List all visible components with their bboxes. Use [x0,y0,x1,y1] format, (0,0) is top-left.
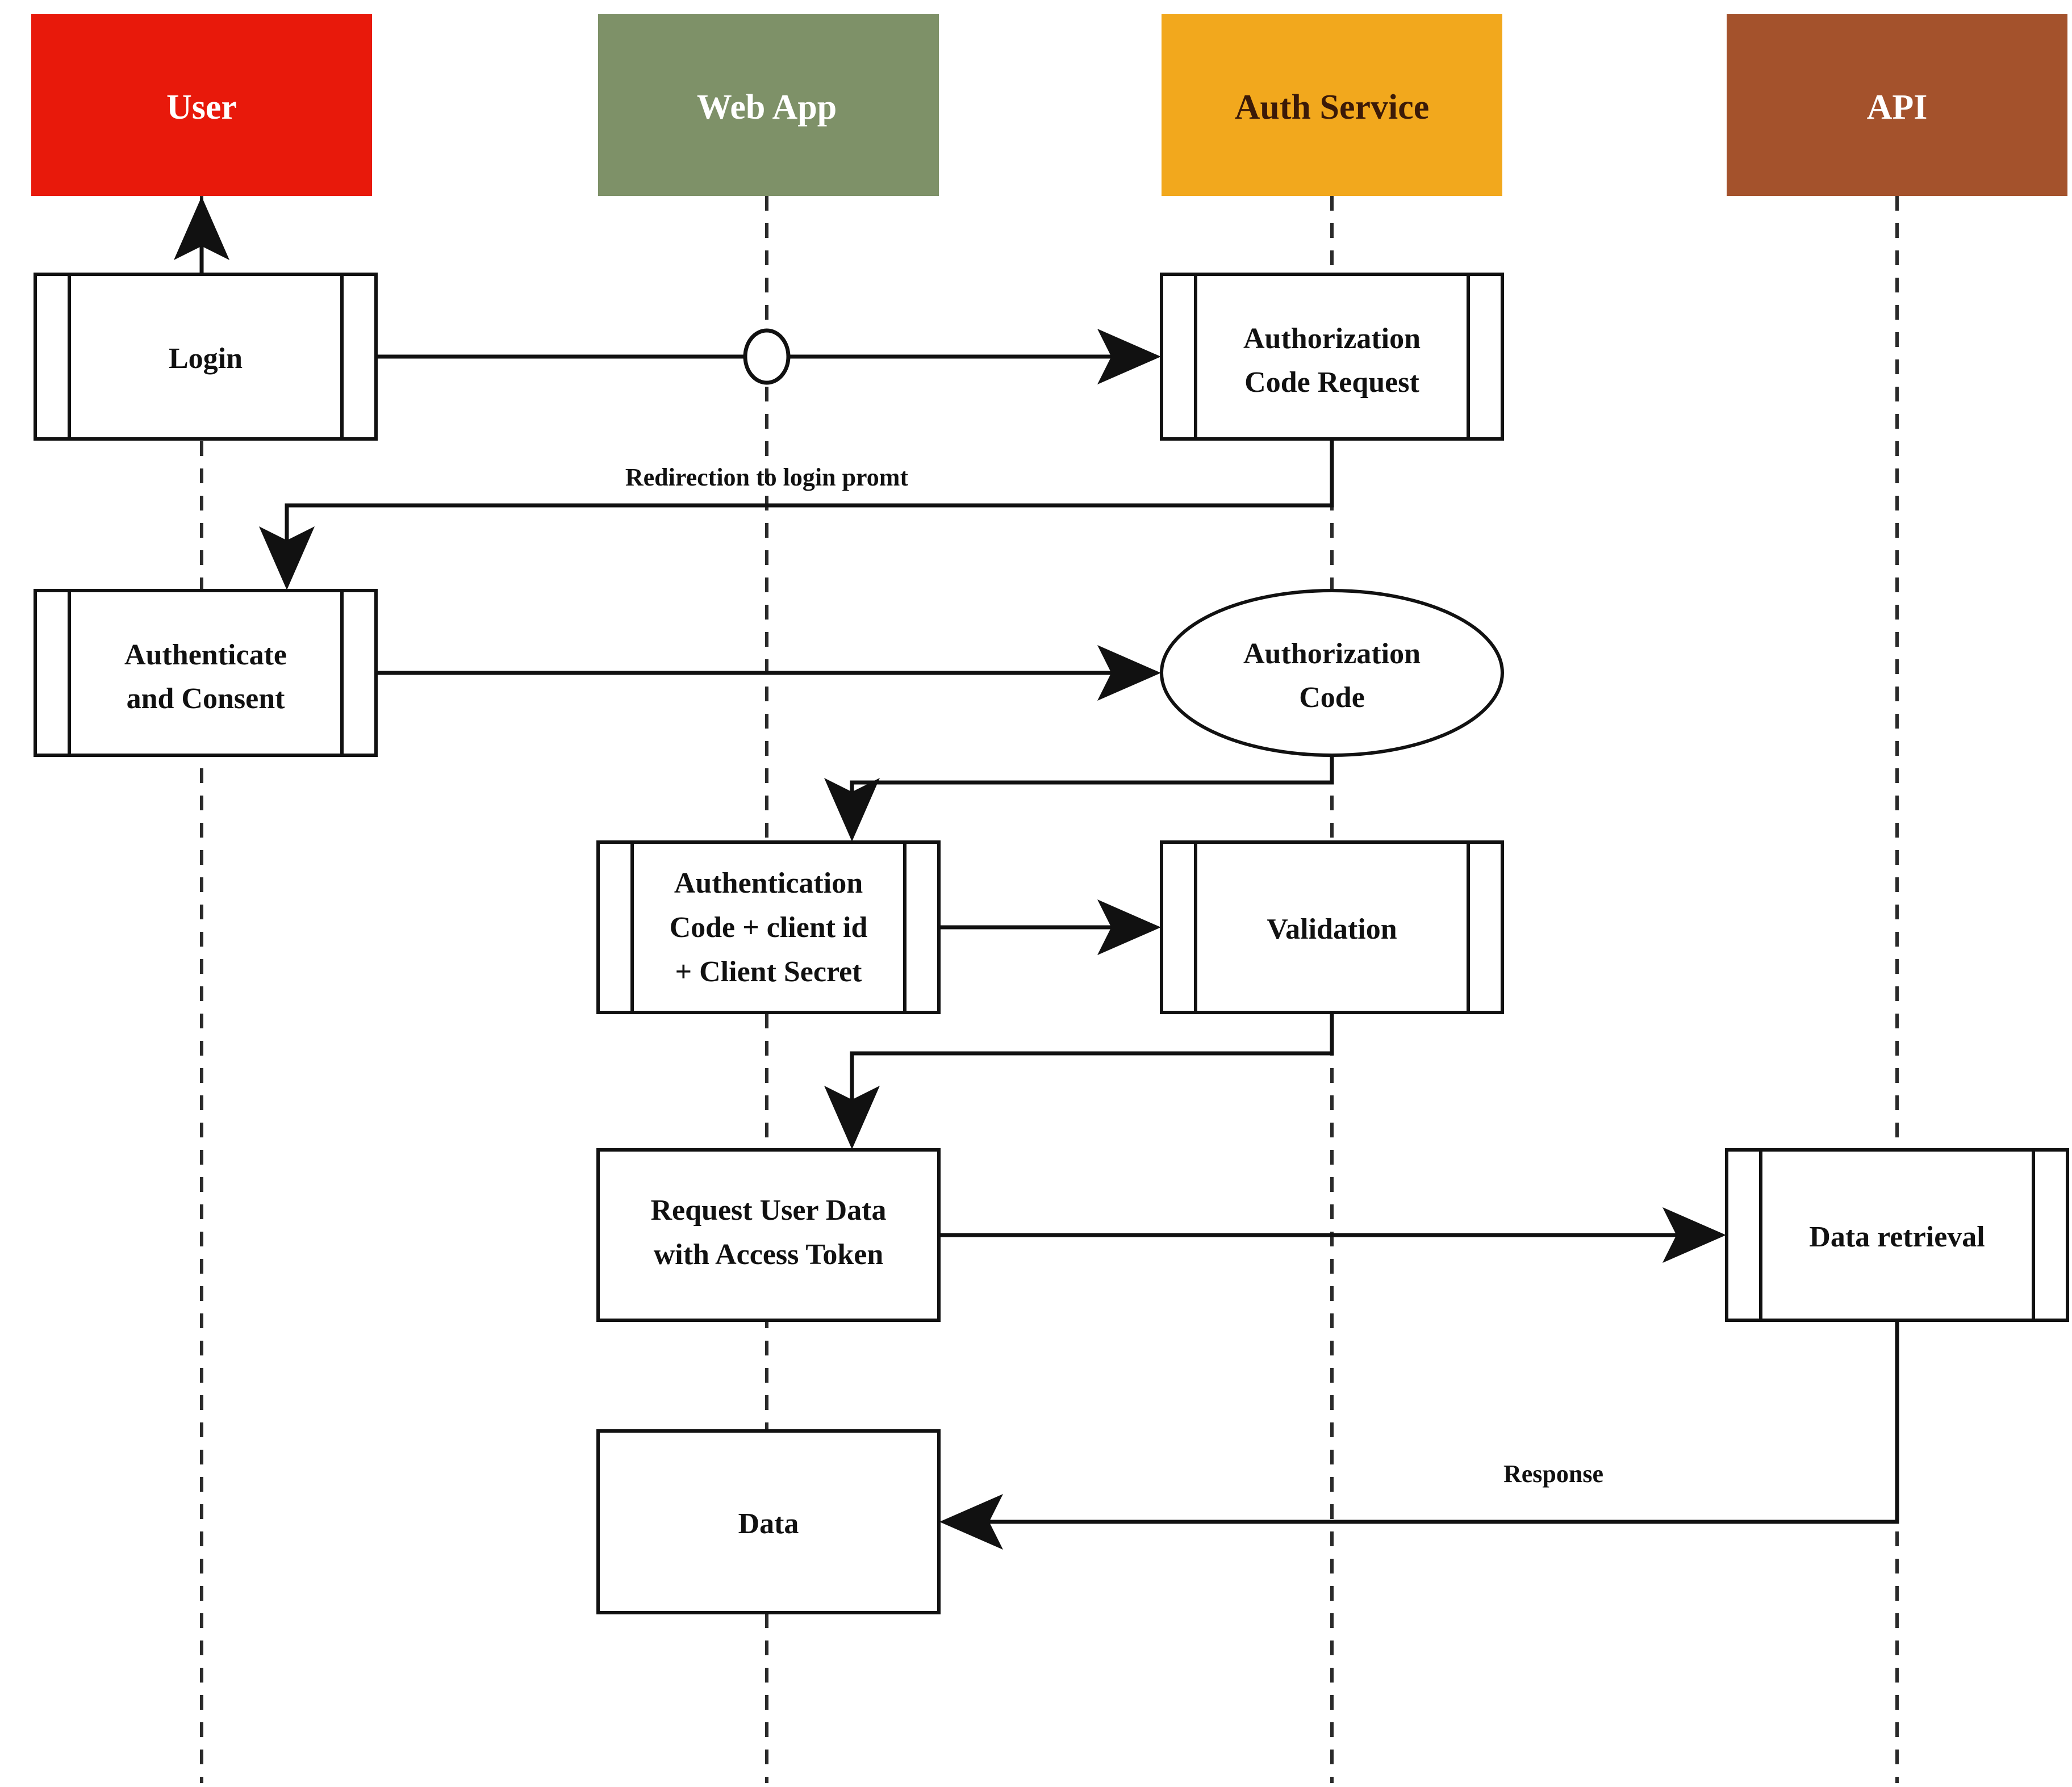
lane-header-api[interactable]: API [1727,14,2067,196]
node-authorization-code-ellipse[interactable] [1160,589,1504,757]
lane-header-user[interactable]: User [31,14,372,196]
node-data[interactable]: Data [596,1429,941,1614]
node-validation-label: Validation [1267,913,1397,945]
junction-circle-webapp [743,328,791,385]
node-authorization-code-request-label-line-1: Authorization [1243,323,1421,355]
node-authentication-code-client[interactable]: Authentication Code + client id + Client… [596,840,941,1014]
node-login-label: Login [169,342,243,375]
node-authorization-code[interactable]: Authorization Code [1160,589,1504,757]
lane-header-webapp[interactable]: Web App [598,14,939,196]
node-login[interactable]: Login [34,273,378,441]
lane-header-authservice-box[interactable] [1162,14,1502,196]
lane-header-webapp-label: Web App [697,88,837,127]
connector-authorization-code-to-authentication-code [824,755,1334,842]
node-request-user-data[interactable]: Request User Data with Access Token [596,1148,941,1322]
lane-header-user-box[interactable] [31,14,372,196]
lane-header-api-box[interactable] [1727,14,2067,196]
lifelines-group [200,196,1899,1783]
lane-header-authservice[interactable]: Auth Service [1162,14,1502,196]
node-data-retrieval-box[interactable] [1725,1148,2069,1322]
node-authorization-code-request-box[interactable] [1160,273,1504,441]
node-authorization-code-label-line-1: Authorization [1243,638,1421,670]
node-request-user-data-label-line-2: with Access Token [654,1238,884,1271]
node-data-retrieval[interactable]: Data retrieval [1725,1148,2069,1322]
lane-header-webapp-box[interactable] [598,14,939,196]
node-authentication-code-client-label-line-3: + Client Secret [675,956,862,988]
node-authenticate-and-consent-label-line-1: Authenticate [124,639,287,671]
connector-validation-to-request-user-data [824,1012,1334,1149]
node-login-box[interactable] [34,273,378,441]
connector-redirection-to-login-prompt [259,439,1334,590]
node-authorization-code-request[interactable]: Authorization Code Request [1160,273,1504,441]
lane-header-authservice-label: Auth Service [1235,88,1430,127]
node-authorization-code-request-label-line-2: Code Request [1244,366,1419,399]
node-authenticate-and-consent[interactable]: Authenticate and Consent [34,589,378,757]
edge-label-response: Response [1503,1460,1603,1488]
node-request-user-data-label-line-1: Request User Data [651,1194,887,1227]
node-authenticate-and-consent-box[interactable] [34,589,378,757]
node-data-retrieval-label: Data retrieval [1809,1221,1985,1253]
connectors-group [174,196,1899,1550]
lane-header-user-label: User [166,88,237,127]
lane-header-api-label: API [1867,88,1928,127]
node-request-user-data-box[interactable] [596,1148,941,1322]
node-authenticate-and-consent-label-line-2: and Consent [127,683,286,715]
node-authorization-code-label-line-2: Code [1299,681,1365,714]
node-authentication-code-client-label-line-1: Authentication [674,867,863,899]
node-data-box[interactable] [596,1429,941,1614]
node-authentication-code-client-label-line-2: Code + client id [670,911,868,944]
edge-label-redirection-to-login-prompt: Redirection to login promt [625,463,909,491]
edge-labels-group: Redirection to login promt Response [625,463,1603,1488]
node-validation-box[interactable] [1160,840,1504,1014]
node-authentication-code-client-box[interactable] [596,840,941,1014]
node-validation[interactable]: Validation [1160,840,1504,1014]
connector-data-retrieval-to-data [939,1320,1899,1550]
node-data-label: Data [738,1508,799,1540]
